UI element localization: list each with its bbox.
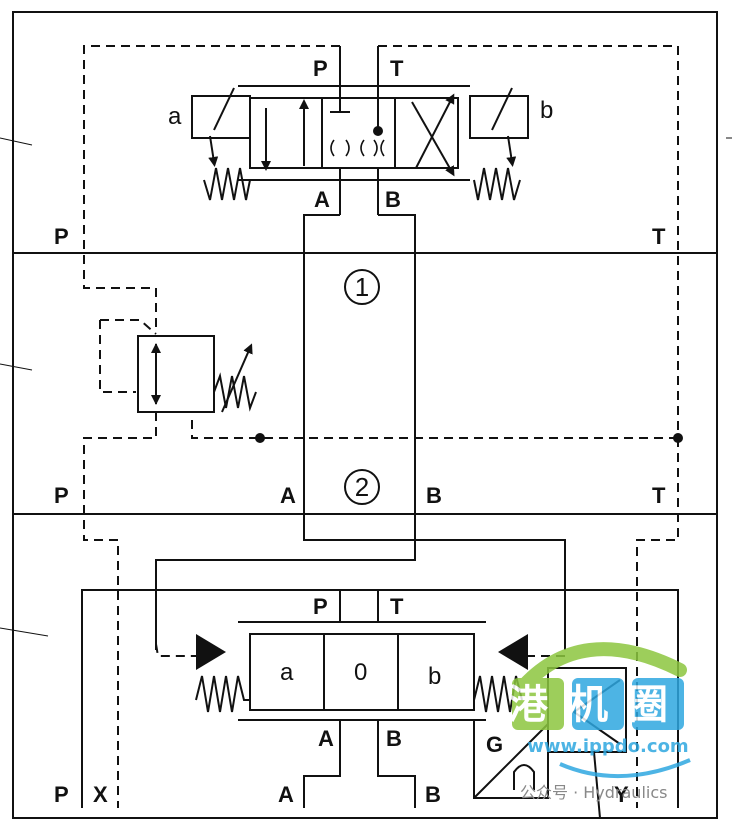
layer-mid-p: P [54, 483, 69, 508]
main-spool-0: 0 [354, 659, 367, 686]
orifice-symbols [330, 139, 385, 157]
pilot-valve [191, 46, 529, 215]
bottom-port-b: B [425, 782, 441, 807]
main-spool-b: b [428, 663, 441, 690]
pilot-cone-left [196, 634, 226, 670]
bottom-port-p: P [54, 782, 69, 807]
layer-number-1-circle [344, 269, 380, 305]
main-port-a: A [318, 726, 334, 751]
pilot-dashed-lines [83, 45, 679, 808]
pilot-port-a: A [314, 187, 330, 212]
main-port-b: B [386, 726, 402, 751]
watermark-wechat: 公众号 · Hydraulics [520, 783, 667, 802]
bottom-port-y: Y [614, 782, 629, 807]
junction-dot-3 [673, 433, 683, 443]
watermark-logo: 港机圈 www.ippdo.com [508, 642, 691, 778]
bottom-port-a: A [278, 782, 294, 807]
layer-mid-t: T [652, 483, 666, 508]
watermark-logo-text: 港机圈 [508, 682, 688, 728]
pilot-cone-right [498, 634, 528, 670]
layer-top-t: T [652, 224, 666, 249]
junction-dot-2 [255, 433, 265, 443]
solenoid-label-a: a [168, 103, 182, 130]
outer-frame [12, 11, 718, 819]
layer-number-2: 2 [355, 472, 369, 502]
main-port-g: G [486, 732, 503, 757]
solenoid-label-b: b [540, 97, 553, 124]
bottom-port-x: X [93, 782, 108, 807]
pilot-port-b: B [385, 187, 401, 212]
layer-mid-a: A [280, 483, 296, 508]
layer-mid-b: B [426, 483, 442, 508]
pilot-port-t: T [390, 56, 404, 81]
pilot-port-p: P [313, 56, 328, 81]
main-port-p: P [313, 594, 328, 619]
reducing-valve [137, 335, 257, 413]
watermark-url: www.ippdo.com [527, 736, 688, 757]
leader-lines [0, 137, 732, 637]
main-port-t: T [390, 594, 404, 619]
layer-number-1: 1 [355, 272, 369, 302]
layer-number-2-circle [344, 469, 380, 505]
junction-dot [373, 126, 383, 136]
main-spool-a: a [280, 659, 294, 686]
layer-top-p: P [54, 224, 69, 249]
